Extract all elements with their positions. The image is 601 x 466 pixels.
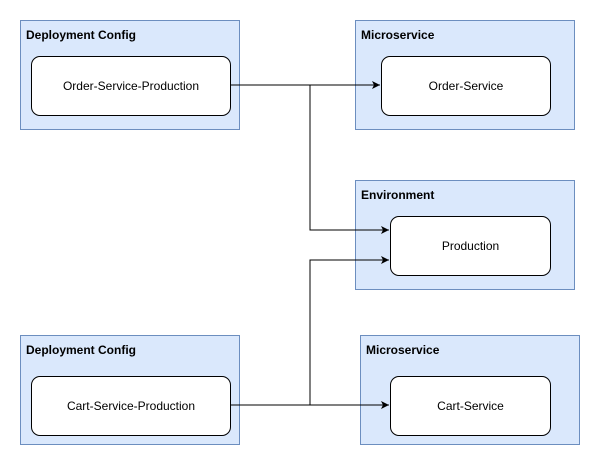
edge-order-production-to-production xyxy=(309,85,389,234)
cart-service-node[interactable]: Cart-Service xyxy=(390,376,551,436)
deployment-config-order-title: Deployment Config xyxy=(26,28,136,42)
order-service-production-node[interactable]: Order-Service-Production xyxy=(31,56,231,116)
microservice-order-group[interactable]: Microservice Order-Service xyxy=(355,20,575,130)
order-service-node[interactable]: Order-Service xyxy=(381,56,551,116)
deployment-config-cart-group[interactable]: Deployment Config Cart-Service-Productio… xyxy=(20,335,240,445)
environment-group[interactable]: Environment Production xyxy=(355,180,575,290)
cart-service-production-node[interactable]: Cart-Service-Production xyxy=(31,376,231,436)
production-node[interactable]: Production xyxy=(390,216,551,276)
microservice-cart-title: Microservice xyxy=(366,343,440,357)
deployment-config-order-group[interactable]: Deployment Config Order-Service-Producti… xyxy=(20,20,240,130)
edge-cart-production-to-production xyxy=(230,256,389,406)
microservice-order-title: Microservice xyxy=(361,28,435,42)
environment-title: Environment xyxy=(361,188,435,202)
microservice-cart-group[interactable]: Microservice Cart-Service xyxy=(360,335,580,445)
deployment-config-cart-title: Deployment Config xyxy=(26,343,136,357)
